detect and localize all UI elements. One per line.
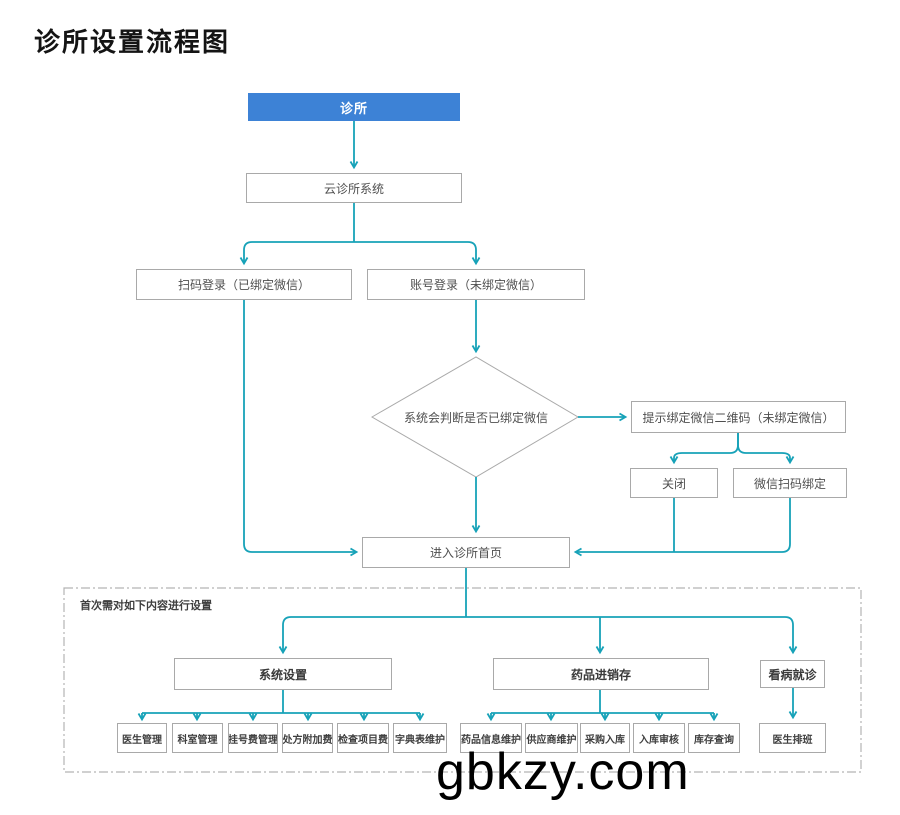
- node-prescription-surcharge: 处方附加费: [282, 723, 333, 753]
- node-judge-label: 系统会判断是否已绑定微信: [403, 410, 548, 425]
- node-close: 关闭: [630, 468, 718, 498]
- page-title: 诊所设置流程图: [34, 28, 231, 58]
- node-system-settings: 系统设置: [174, 658, 392, 690]
- node-clinic: 诊所: [248, 93, 460, 121]
- node-enter-home: 进入诊所首页: [362, 537, 570, 568]
- node-visit: 看病就诊: [760, 660, 825, 688]
- node-drug-info-maintenance: 药品信息维护: [460, 723, 522, 753]
- node-account-login: 账号登录（未绑定微信）: [367, 269, 585, 300]
- node-dictionary-maintenance: 字典表维护: [393, 723, 447, 753]
- node-scan-login: 扫码登录（已绑定微信）: [136, 269, 352, 300]
- edge-scan-home: [243, 300, 359, 557]
- node-doctor-management: 医生管理: [117, 723, 167, 753]
- setup-container-label: 首次需对如下内容进行设置: [80, 599, 212, 612]
- edge-qr-close: [669, 433, 739, 465]
- node-doctor-schedule: 医生排班: [759, 723, 826, 753]
- node-purchase-inbound: 采购入库: [580, 723, 630, 753]
- node-supplier-maintenance: 供应商维护: [525, 723, 578, 753]
- node-registration-fee-management: 挂号费管理: [228, 723, 278, 753]
- edge-split-account: [354, 241, 481, 266]
- node-stock-query: 库存查询: [688, 723, 740, 753]
- edge-bind-home: [573, 498, 791, 557]
- setup-container: [63, 587, 862, 773]
- node-cloud-system: 云诊所系统: [246, 173, 462, 203]
- node-qr-prompt: 提示绑定微信二维码（未绑定微信）: [631, 401, 846, 433]
- node-exam-item-fee: 检查项目费: [337, 723, 389, 753]
- edge-qr-bind: [737, 433, 795, 465]
- watermark-text: gbkzy.com: [436, 743, 690, 801]
- node-drug-inventory: 药品进销存: [493, 658, 709, 690]
- edge-sections-system: [278, 616, 466, 655]
- edge-sections-visit: [466, 616, 798, 655]
- node-inbound-audit: 入库审核: [633, 723, 685, 753]
- edge-split-scan: [239, 241, 354, 266]
- node-department-management: 科室管理: [172, 723, 223, 753]
- node-wechat-scan-bind: 微信扫码绑定: [733, 468, 847, 498]
